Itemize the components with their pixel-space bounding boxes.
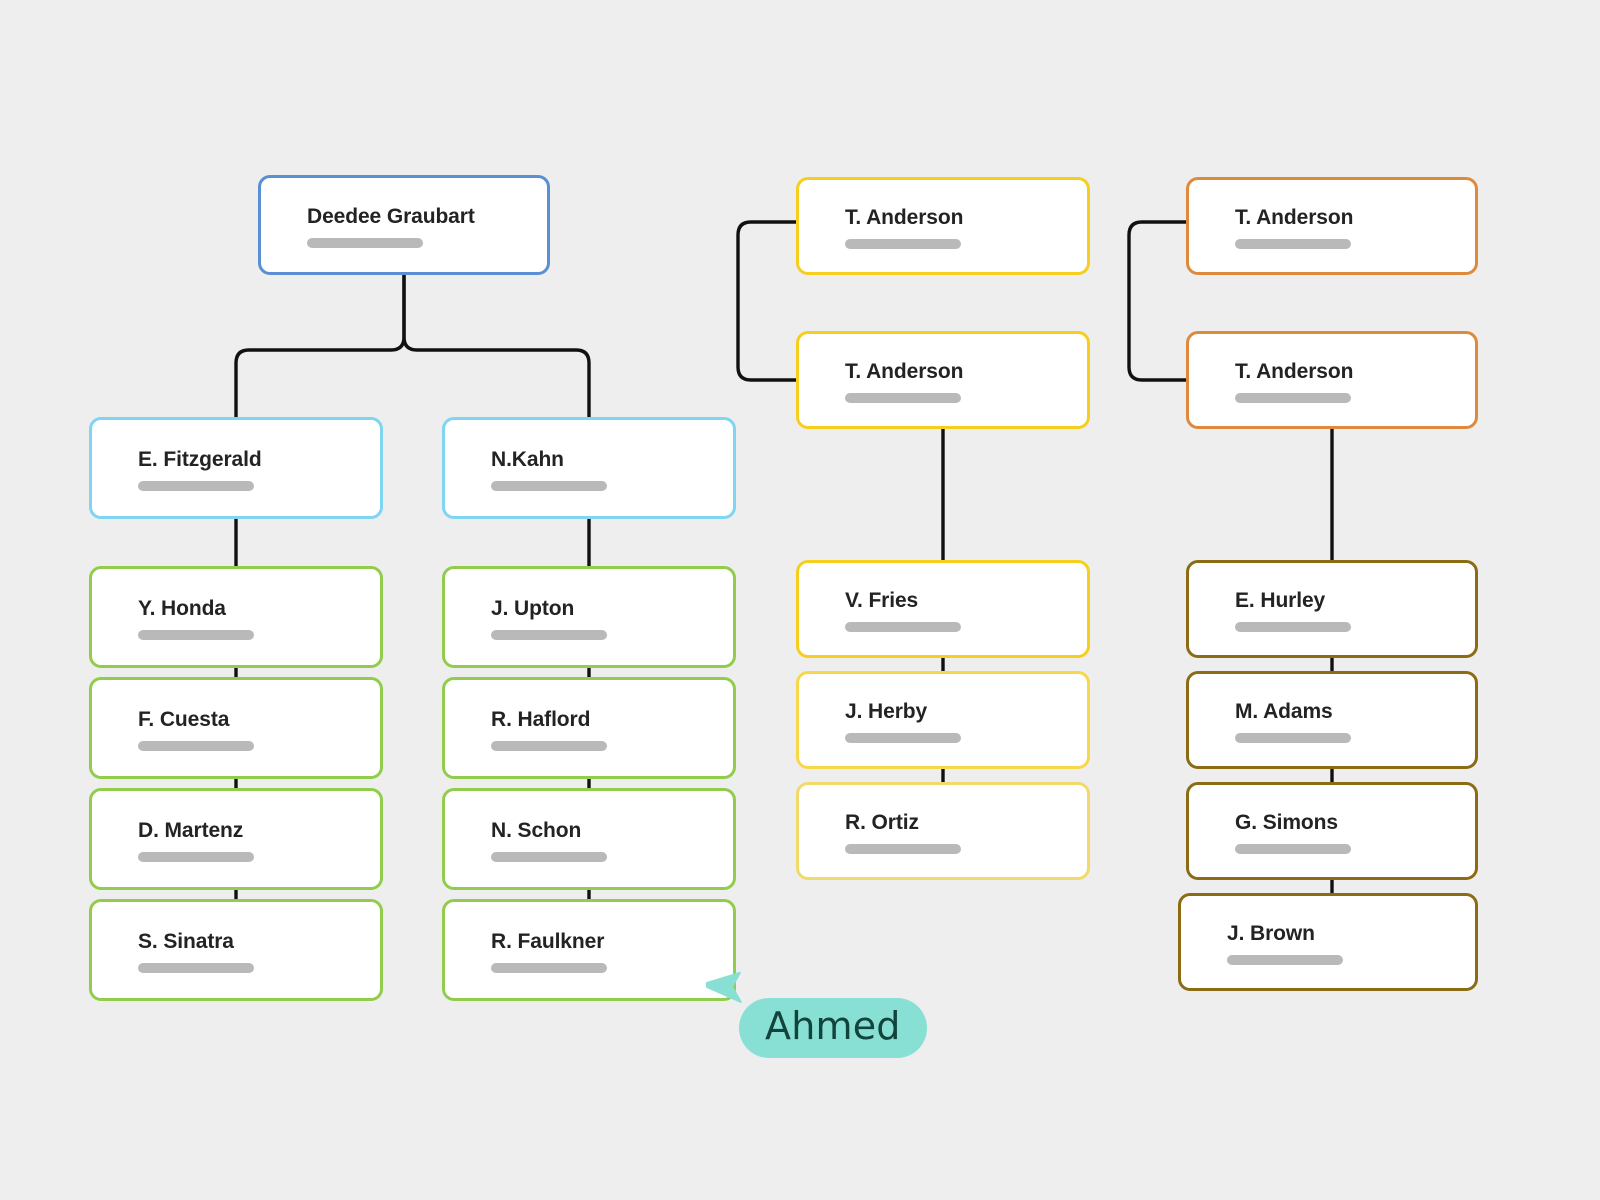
node-card-g-simons[interactable]: G. Simons [1186,782,1478,880]
node-name: T. Anderson [845,360,964,383]
node-name: S. Sinatra [138,930,234,953]
node-detail-placeholder-bar [1235,239,1351,249]
node-detail-placeholder-bar [138,963,254,973]
node-detail-placeholder-bar [491,630,607,640]
node-card-r-haflord[interactable]: R. Haflord [442,677,736,779]
node-name: V. Fries [845,589,919,612]
node-name: F. Cuesta [138,708,230,731]
node-card-right-head-2[interactable]: T. Anderson [1186,331,1478,429]
node-detail-placeholder-bar [307,238,423,248]
node-detail-placeholder-bar [845,622,961,632]
node-detail-placeholder-bar [1235,622,1351,632]
node-card-m-adams[interactable]: M. Adams [1186,671,1478,769]
node-card-e-fitzgerald[interactable]: E. Fitzgerald [89,417,383,519]
cursor-pointer-icon [706,971,742,1004]
node-card-right-head-1[interactable]: T. Anderson [1186,177,1478,275]
node-card-d-martenz[interactable]: D. Martenz [89,788,383,890]
node-card-y-honda[interactable]: Y. Honda [89,566,383,668]
node-detail-placeholder-bar [845,733,961,743]
node-card-r-ortiz[interactable]: R. Ortiz [796,782,1090,880]
node-name: J. Herby [845,700,928,723]
node-card-j-upton[interactable]: J. Upton [442,566,736,668]
node-card-f-cuesta[interactable]: F. Cuesta [89,677,383,779]
node-name: T. Anderson [1235,360,1354,383]
node-detail-placeholder-bar [1235,844,1351,854]
node-detail-placeholder-bar [1227,955,1343,965]
node-name: Deedee Graubart [307,205,475,228]
node-detail-placeholder-bar [1235,733,1351,743]
node-card-middle-head-2[interactable]: T. Anderson [796,331,1090,429]
node-card-n-kahn[interactable]: N.Kahn [442,417,736,519]
node-detail-placeholder-bar [1235,393,1351,403]
node-name: N. Schon [491,819,582,842]
node-name: R. Faulkner [491,930,605,953]
node-detail-placeholder-bar [491,963,607,973]
node-name: J. Upton [491,597,575,620]
node-detail-placeholder-bar [491,741,607,751]
cursor-user-label: Ahmed [739,998,927,1058]
node-name: M. Adams [1235,700,1333,723]
node-name: Y. Honda [138,597,226,620]
node-detail-placeholder-bar [845,393,961,403]
node-card-root[interactable]: Deedee Graubart [258,175,550,275]
node-name: G. Simons [1235,811,1338,834]
node-name: J. Brown [1227,922,1315,945]
node-detail-placeholder-bar [491,481,607,491]
node-name: D. Martenz [138,819,244,842]
node-detail-placeholder-bar [138,852,254,862]
node-card-s-sinatra[interactable]: S. Sinatra [89,899,383,1001]
node-card-e-hurley[interactable]: E. Hurley [1186,560,1478,658]
node-card-middle-head-1[interactable]: T. Anderson [796,177,1090,275]
node-detail-placeholder-bar [845,844,961,854]
node-detail-placeholder-bar [138,481,254,491]
node-detail-placeholder-bar [845,239,961,249]
node-name: T. Anderson [845,206,964,229]
node-card-j-brown[interactable]: J. Brown [1178,893,1478,991]
node-name: R. Ortiz [845,811,919,834]
node-name: E. Fitzgerald [138,448,262,471]
node-name: T. Anderson [1235,206,1354,229]
node-card-r-faulkner[interactable]: R. Faulkner [442,899,736,1001]
node-detail-placeholder-bar [138,630,254,640]
node-name: R. Haflord [491,708,591,731]
node-name: N.Kahn [491,448,564,471]
node-card-n-schon[interactable]: N. Schon [442,788,736,890]
node-card-j-herby[interactable]: J. Herby [796,671,1090,769]
node-detail-placeholder-bar [138,741,254,751]
node-card-v-fries[interactable]: V. Fries [796,560,1090,658]
node-name: E. Hurley [1235,589,1326,612]
node-detail-placeholder-bar [491,852,607,862]
